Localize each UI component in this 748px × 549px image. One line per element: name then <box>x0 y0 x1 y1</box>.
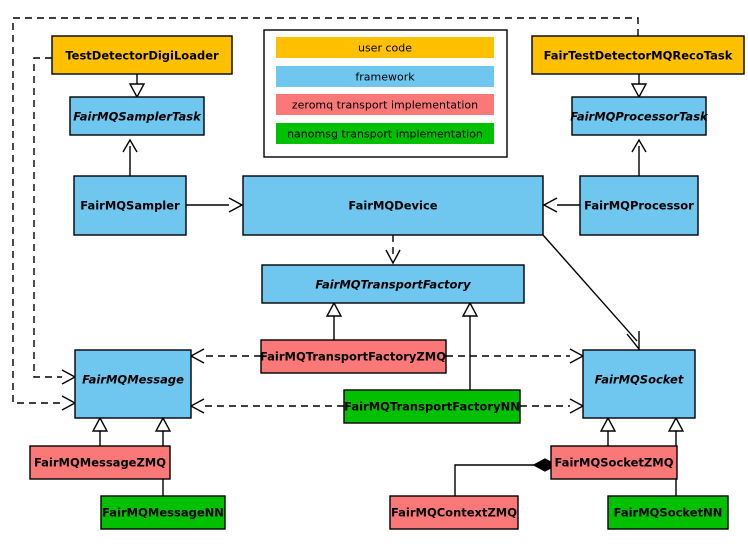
node-fairtestdetectormqrecotask[interactable]: FairTestDetectorMQRecoTask <box>531 35 745 75</box>
node-testdetectordigiloader[interactable]: TestDetectorDigiLoader <box>51 35 233 75</box>
node-label-fairmqmessagenn: FairMQMessageNN <box>102 506 224 520</box>
node-box-fairmqtransportfactorynn[interactable] <box>343 389 521 424</box>
legend-swatch-user-code <box>276 37 494 58</box>
node-box-fairmqsocketzmq[interactable] <box>550 445 678 480</box>
node-fairmqprocessor[interactable]: FairMQProcessor <box>579 175 699 236</box>
node-label-fairtestdetectormqrecotask: FairTestDetectorMQRecoTask <box>544 49 733 63</box>
node-fairmqtransportfactoryzmq[interactable]: FairMQTransportFactoryZMQ <box>260 339 447 374</box>
node-box-testdetectordigiloader[interactable] <box>51 35 233 75</box>
legend-swatch-nanomsg <box>276 123 494 144</box>
legend: user code framework zeromq transport imp… <box>263 29 508 158</box>
legend-swatch-framework <box>276 66 494 87</box>
node-fairmqcontextzmq[interactable]: FairMQContextZMQ <box>389 495 519 530</box>
node-fairmqdevice[interactable]: FairMQDevice <box>242 175 544 236</box>
node-label-fairmqmessagezmq: FairMQMessageZMQ <box>34 456 166 470</box>
node-fairmqmessagezmq[interactable]: FairMQMessageZMQ <box>29 445 171 480</box>
node-box-fairmqsamplertask[interactable] <box>69 96 205 136</box>
edge-device-to-socket <box>542 234 640 351</box>
node-fairmqsampler[interactable]: FairMQSampler <box>73 175 187 236</box>
node-label-fairmqsocketnn: FairMQSocketNN <box>614 506 723 520</box>
node-box-fairmqmessagezmq[interactable] <box>29 445 171 480</box>
node-label-fairmqtransportfactorynn: FairMQTransportFactoryNN <box>344 400 520 414</box>
node-box-fairmqmessage[interactable] <box>74 349 192 419</box>
legend-label-framework: framework <box>355 71 415 84</box>
legend-entry-zeromq: zeromq transport implementation <box>276 94 494 115</box>
edge-recotask-to-processortask <box>630 74 648 99</box>
node-label-fairmqsampler: FairMQSampler <box>80 199 180 213</box>
node-label-fairmqsocket: FairMQSocket <box>595 373 684 387</box>
legend-swatch-zeromq <box>276 94 494 115</box>
node-fairmqtransportfactorynn[interactable]: FairMQTransportFactoryNN <box>343 389 521 424</box>
node-fairmqsocket[interactable]: FairMQSocket <box>582 349 696 419</box>
legend-label-user-code: user code <box>358 42 412 55</box>
node-label-fairmqprocessor: FairMQProcessor <box>584 199 694 213</box>
legend-entry-nanomsg: nanomsg transport implementation <box>276 123 494 144</box>
edge-transportfactoryzmq-to-transportfactory <box>325 301 343 340</box>
node-box-fairmqsocket[interactable] <box>582 349 696 419</box>
node-box-fairmqsampler[interactable] <box>73 175 187 236</box>
node-label-testdetectordigiloader: TestDetectorDigiLoader <box>65 49 219 63</box>
node-box-fairmqtransportfactory[interactable] <box>261 264 525 304</box>
node-fairmqtransportfactory[interactable]: FairMQTransportFactory <box>261 264 525 304</box>
node-label-fairmqmessage: FairMQMessage <box>82 373 184 387</box>
node-label-fairmqtransportfactoryzmq: FairMQTransportFactoryZMQ <box>260 350 446 364</box>
node-layer: TestDetectorDigiLoader FairMQSamplerTask… <box>29 35 745 530</box>
legend-label-zeromq: zeromq transport implementation <box>292 99 478 112</box>
node-fairmqmessagenn[interactable]: FairMQMessageNN <box>100 495 226 530</box>
node-label-fairmqcontextzmq: FairMQContextZMQ <box>391 506 517 520</box>
edge-sampler-to-samplertask <box>122 138 138 176</box>
node-fairmqsocketnn[interactable]: FairMQSocketNN <box>607 495 729 530</box>
node-fairmqprocessortask[interactable]: FairMQProcessorTask <box>570 96 709 136</box>
legend-label-nanomsg: nanomsg transport implementation <box>287 128 483 141</box>
legend-entry-user-code: user code <box>276 37 494 58</box>
edge-transportfactorynn-to-transportfactory <box>461 301 479 390</box>
edge-device-to-transportfactory <box>385 235 401 265</box>
node-label-fairmqdevice: FairMQDevice <box>348 199 437 213</box>
edge-messagezmq-to-message <box>91 416 109 446</box>
node-fairmqsocketzmq[interactable]: FairMQSocketZMQ <box>550 445 678 480</box>
node-fairmqmessage[interactable]: FairMQMessage <box>74 349 192 419</box>
node-label-fairmqprocessortask: FairMQProcessorTask <box>570 110 709 124</box>
edge-processor-to-processortask <box>631 138 647 176</box>
legend-entry-framework: framework <box>276 66 494 87</box>
edge-digiloader-to-samplertask <box>128 74 146 99</box>
node-box-fairmqprocessor[interactable] <box>579 175 699 236</box>
edge-sampler-to-device <box>186 197 244 213</box>
node-box-fairmqsocketnn[interactable] <box>607 495 729 530</box>
edge-processor-to-device <box>542 197 580 213</box>
node-box-fairmqcontextzmq[interactable] <box>389 495 519 530</box>
node-box-fairmqdevice[interactable] <box>242 175 544 236</box>
node-box-fairmqmessagenn[interactable] <box>100 495 226 530</box>
node-label-fairmqsocketzmq: FairMQSocketZMQ <box>555 456 674 470</box>
node-fairmqsamplertask[interactable]: FairMQSamplerTask <box>69 96 205 136</box>
node-label-fairmqtransportfactory: FairMQTransportFactory <box>315 278 471 292</box>
edge-socketzmq-to-socket <box>599 416 617 446</box>
node-box-fairmqprocessortask[interactable] <box>571 96 707 136</box>
node-box-fairtestdetectormqrecotask[interactable] <box>531 35 745 75</box>
node-box-fairmqtransportfactoryzmq[interactable] <box>260 339 447 374</box>
node-label-fairmqsamplertask: FairMQSamplerTask <box>73 110 202 124</box>
